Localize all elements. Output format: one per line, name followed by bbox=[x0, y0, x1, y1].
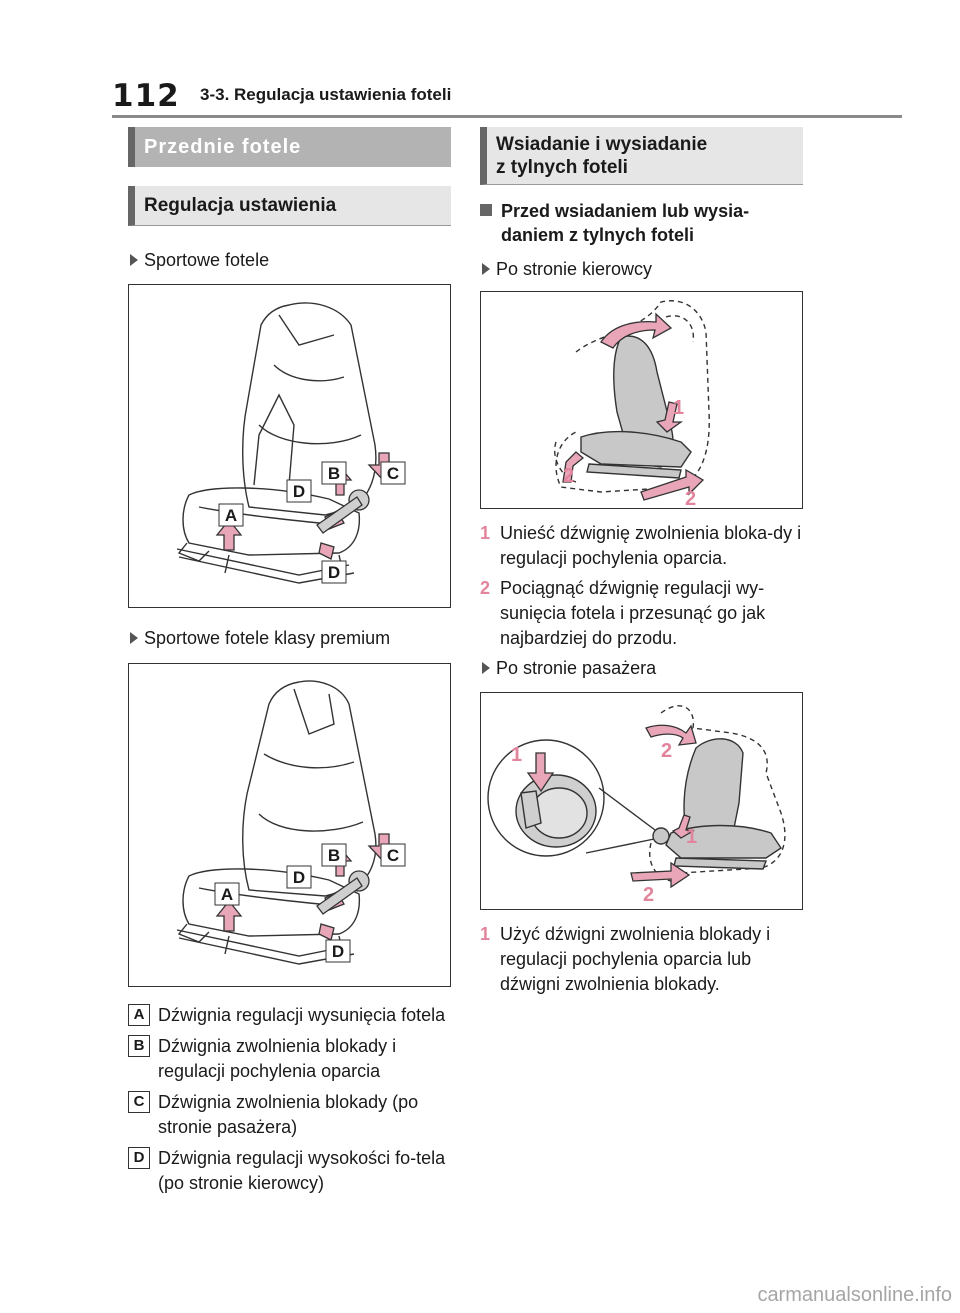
passenger-steps: 1 Użyć dźwigni zwolnienia blokady i regu… bbox=[480, 922, 803, 997]
passenger-step-1: 1 Użyć dźwigni zwolnienia blokady i regu… bbox=[480, 922, 803, 997]
fig-step-2-top: 2 bbox=[661, 740, 672, 762]
bullet-premium-seats: Sportowe fotele klasy premium bbox=[128, 626, 451, 650]
step-text: Unieść dźwignię zwolnienia bloka-dy i re… bbox=[500, 523, 802, 568]
legend-text: Dźwignia zwolnienia blokady (po stronie … bbox=[158, 1092, 419, 1137]
fig-label-b: B bbox=[328, 464, 340, 483]
rear-seat-driver-illustration-icon: 1 2 2 bbox=[554, 300, 710, 509]
figure-premium-seat: A B C D D bbox=[128, 663, 451, 987]
step-text: Pociągnąć dźwignię regulacji wy-sunięcia… bbox=[500, 578, 766, 648]
fig-label-d-lower: D bbox=[328, 563, 340, 582]
right-column: Wsiadanie i wysiadanie z tylnych foteli … bbox=[480, 127, 803, 1002]
fig-step-2-left: 2 bbox=[563, 465, 574, 487]
step-number: 2 bbox=[480, 578, 491, 598]
section-title-rear: Wsiadanie i wysiadanie z tylnych foteli bbox=[480, 127, 803, 185]
premium-seat-illustration-icon: A B C D D bbox=[176, 680, 406, 965]
legend-key: A bbox=[128, 1004, 150, 1026]
bullet-sport-seats: Sportowe fotele bbox=[128, 248, 451, 272]
fig-label-d-upper: D bbox=[293, 482, 305, 501]
heading-text: Przed wsiadaniem lub wysia-daniem z tyln… bbox=[501, 201, 750, 245]
legend-key: B bbox=[128, 1035, 150, 1057]
fig-label-b: B bbox=[328, 846, 340, 865]
driver-step-2: 2 Pociągnąć dźwignię regulacji wy-sunięc… bbox=[480, 576, 803, 651]
legend-item-d: D Dźwignia regulacji wysokości fo-tela (… bbox=[128, 1146, 451, 1196]
rear-seat-passenger-illustration-icon: 1 2 1 2 bbox=[487, 705, 786, 906]
driver-steps: 1 Unieść dźwignię zwolnienia bloka-dy i … bbox=[480, 521, 803, 651]
page-number: 112 bbox=[112, 78, 180, 114]
section-title-line2: z tylnych foteli bbox=[496, 157, 628, 178]
step-number: 1 bbox=[480, 924, 491, 944]
fig-step-1: 1 bbox=[673, 397, 684, 419]
legend-item-a: A Dźwignia regulacji wysunięcia fotela bbox=[128, 1003, 451, 1028]
legend-item-b: B Dźwignia zwolnienia blokady i regulacj… bbox=[128, 1034, 451, 1084]
triangle-bullet-icon bbox=[130, 632, 138, 644]
heading-before-entering: Przed wsiadaniem lub wysia-daniem z tyln… bbox=[480, 199, 803, 247]
fig-step-1-inset: 1 bbox=[511, 744, 522, 766]
legend-item-c: C Dźwignia zwolnienia blokady (po stroni… bbox=[128, 1090, 451, 1140]
seat-illustration-icon: A B C D D bbox=[176, 302, 406, 584]
triangle-bullet-icon bbox=[482, 662, 490, 674]
fig-label-d-upper: D bbox=[293, 868, 305, 887]
square-bullet-icon bbox=[480, 204, 492, 216]
figure-driver-side: 1 2 2 bbox=[480, 291, 803, 509]
triangle-bullet-icon bbox=[130, 254, 138, 266]
fig-step-2-bottom: 2 bbox=[685, 488, 696, 509]
bullet-text: Po stronie pasażera bbox=[496, 658, 657, 678]
legend-text: Dźwignia zwolnienia blokady i regulacji … bbox=[158, 1036, 397, 1081]
legend-text: Dźwignia regulacji wysokości fo-tela (po… bbox=[158, 1148, 446, 1193]
figure-passenger-side: 1 2 1 2 bbox=[480, 692, 803, 910]
bullet-driver-side: Po stronie kierowcy bbox=[480, 257, 803, 281]
fig-label-c: C bbox=[387, 846, 399, 865]
legend-list: A Dźwignia regulacji wysunięcia fotela B… bbox=[128, 1003, 451, 1196]
bullet-text: Sportowe fotele klasy premium bbox=[144, 628, 391, 648]
legend-key: C bbox=[128, 1091, 150, 1113]
bullet-passenger-side: Po stronie pasażera bbox=[480, 656, 803, 680]
step-number: 1 bbox=[480, 523, 491, 543]
bullet-text: Po stronie kierowcy bbox=[496, 259, 653, 279]
legend-text: Dźwignia regulacji wysunięcia fotela bbox=[158, 1005, 446, 1025]
left-column: Przednie fotele Regulacja ustawienia Spo… bbox=[128, 127, 451, 1202]
fig-step-2-bottom: 2 bbox=[643, 884, 654, 906]
chapter-title: 3-3. Regulacja ustawienia foteli bbox=[200, 85, 452, 104]
subsection-title: Regulacja ustawienia bbox=[128, 186, 451, 226]
section-title-line1: Wsiadanie i wysiadanie bbox=[496, 134, 708, 155]
driver-step-1: 1 Unieść dźwignię zwolnienia bloka-dy i … bbox=[480, 521, 803, 571]
fig-label-c: C bbox=[387, 464, 399, 483]
figure-sport-seat: A B C D D bbox=[128, 284, 451, 608]
legend-key: D bbox=[128, 1147, 150, 1169]
section-title: Przednie fotele bbox=[128, 127, 451, 167]
bullet-text: Sportowe fotele bbox=[144, 250, 270, 270]
fig-label-d-lower: D bbox=[332, 942, 344, 961]
fig-label-a: A bbox=[221, 885, 233, 904]
step-text: Użyć dźwigni zwolnienia blokady i regula… bbox=[500, 924, 771, 994]
fig-label-a: A bbox=[225, 506, 237, 525]
triangle-bullet-icon bbox=[482, 263, 490, 275]
watermark: carmanualsonline.info bbox=[757, 1284, 952, 1306]
fig-step-1-seat: 1 bbox=[686, 826, 697, 848]
page-header: 112 3-3. Regulacja ustawienia foteli bbox=[112, 78, 902, 118]
